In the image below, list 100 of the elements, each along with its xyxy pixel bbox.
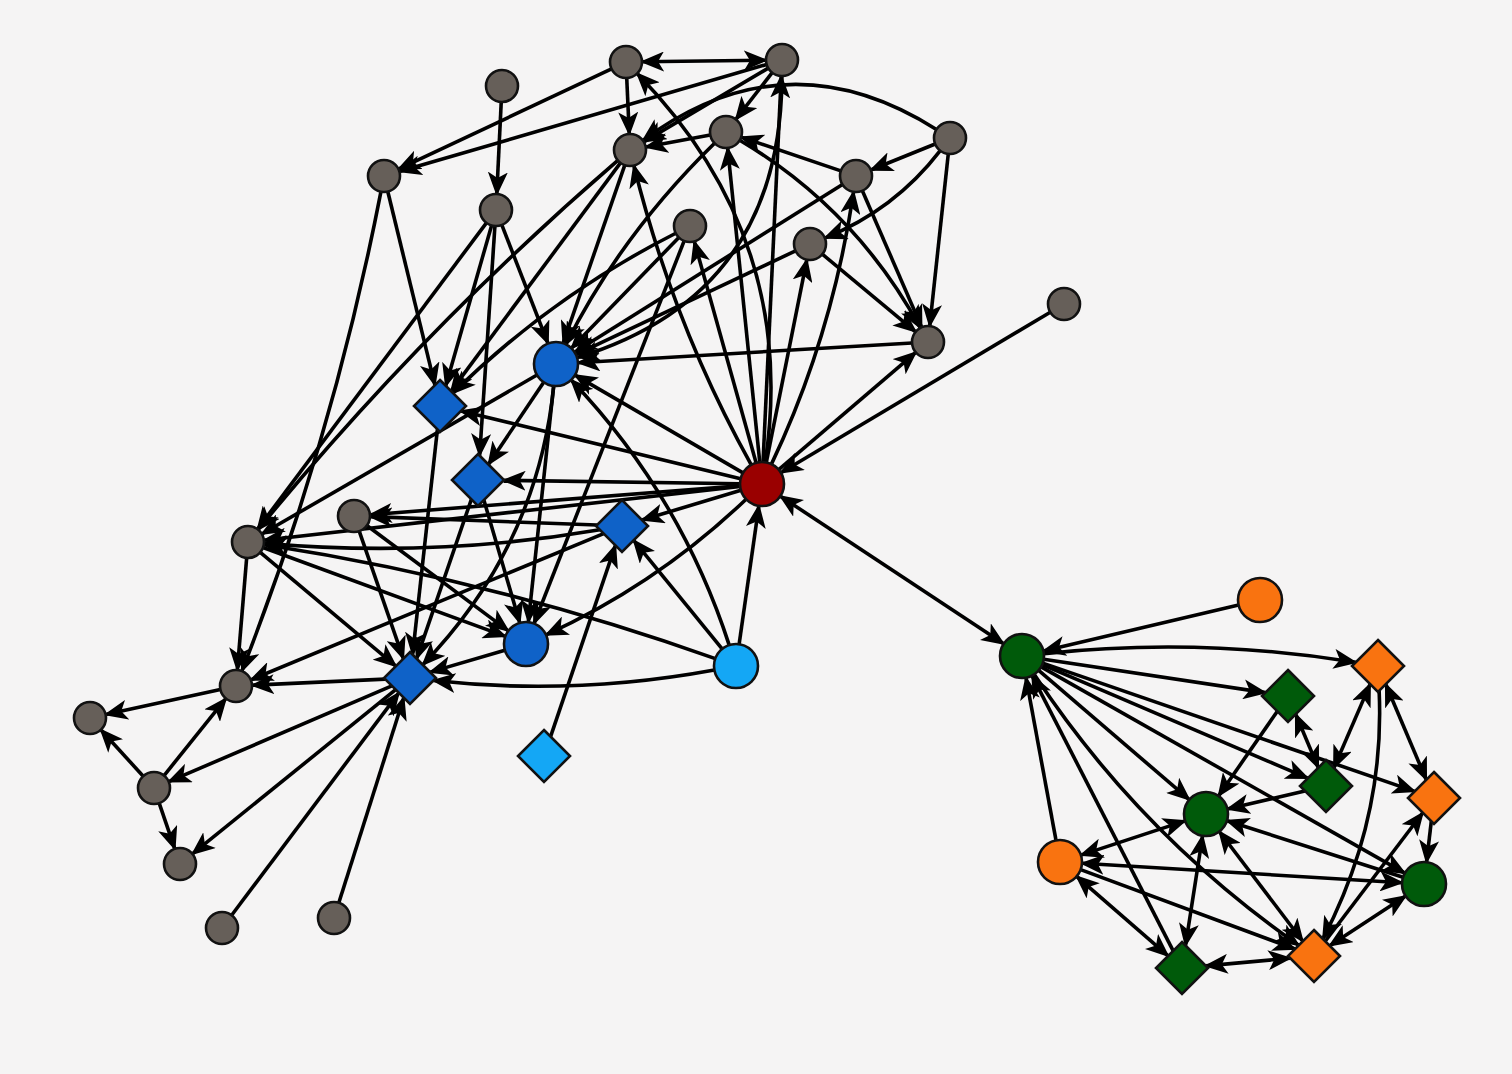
arrow [1032, 673, 1301, 947]
circle-node [1036, 838, 1084, 886]
circle-node [218, 668, 254, 704]
arrow [397, 62, 768, 175]
arrow [1037, 668, 1191, 802]
arrow [250, 674, 386, 695]
arrow [641, 82, 938, 142]
arrow [778, 494, 1006, 646]
arrow [261, 538, 716, 661]
arrow [486, 381, 546, 467]
arrow [1030, 673, 1175, 952]
arrow [459, 406, 742, 481]
arrow [737, 503, 766, 645]
arrow [569, 236, 681, 350]
circle-node [532, 340, 580, 388]
arrow [1041, 603, 1239, 656]
arrow [501, 470, 741, 491]
arrow [520, 385, 556, 625]
diamond-node [1350, 638, 1406, 694]
arrow [640, 488, 742, 524]
circle-node [136, 770, 172, 806]
arrow [367, 483, 741, 523]
arrow [1328, 894, 1408, 948]
arrow [1419, 821, 1439, 865]
arrow [1217, 710, 1279, 798]
arrow [414, 498, 474, 661]
arrow [1203, 950, 1293, 974]
circle-node [708, 114, 744, 150]
arrow [442, 224, 494, 388]
arrow [1384, 682, 1428, 782]
circle-node [336, 498, 372, 534]
arrow [1321, 690, 1382, 941]
arrow [1020, 675, 1058, 841]
circle-node [502, 620, 550, 668]
arrow [643, 133, 711, 153]
arrow [337, 695, 407, 904]
arrow [544, 497, 748, 637]
circle-node [204, 910, 240, 946]
arrow [575, 341, 913, 372]
arrow [738, 138, 922, 330]
arrow [1075, 875, 1170, 958]
arrow [640, 50, 768, 72]
circle-node [366, 158, 402, 194]
arrow [1179, 833, 1210, 948]
arrow [449, 161, 622, 393]
circle-node [792, 226, 828, 262]
arrow [635, 72, 773, 463]
arrow [1040, 665, 1407, 875]
arrow [532, 240, 686, 626]
arrow [428, 648, 506, 676]
arrow [575, 75, 784, 360]
circle-node [764, 42, 800, 78]
arrow [482, 499, 524, 625]
arrow [248, 531, 605, 682]
arrow [642, 66, 770, 144]
arrow [262, 545, 508, 639]
circle-node [672, 208, 708, 244]
circle-node [608, 44, 644, 80]
circle-node [712, 642, 760, 690]
arrow [569, 378, 731, 646]
arrow [769, 189, 860, 465]
circle-node [478, 192, 514, 228]
circle-node [838, 158, 874, 194]
arrow [368, 507, 597, 528]
arrow [632, 538, 724, 651]
arrow [157, 802, 178, 851]
arrow [240, 191, 383, 673]
diamond-node [1298, 758, 1354, 814]
arrow [1217, 829, 1305, 943]
arrow [1043, 657, 1268, 700]
arrow [230, 691, 401, 917]
arrow [162, 696, 228, 777]
circle-node [230, 524, 266, 560]
arrow [629, 163, 753, 466]
arrow [1080, 867, 1297, 951]
arrow [260, 373, 538, 536]
arrow [431, 668, 715, 693]
arrow [261, 484, 741, 548]
circle-node [484, 68, 520, 104]
circle-node [1236, 576, 1284, 624]
arrow [357, 530, 406, 661]
arrow [1332, 682, 1372, 770]
arrow [365, 524, 510, 633]
arrow [821, 252, 918, 334]
arrow [166, 684, 393, 784]
arrow [405, 429, 440, 657]
arrow [1323, 811, 1425, 943]
circle-node [612, 132, 648, 168]
arrow [1225, 789, 1306, 814]
arrow [761, 74, 791, 463]
diamond-node [382, 650, 438, 706]
arrow [99, 728, 145, 778]
arrow [386, 191, 440, 388]
arrow [103, 687, 221, 720]
arrow [1043, 645, 1358, 669]
circle-node [738, 460, 786, 508]
arrow [1079, 818, 1187, 858]
arrow [560, 164, 627, 346]
circle-node [72, 700, 108, 736]
arrow [860, 189, 924, 330]
